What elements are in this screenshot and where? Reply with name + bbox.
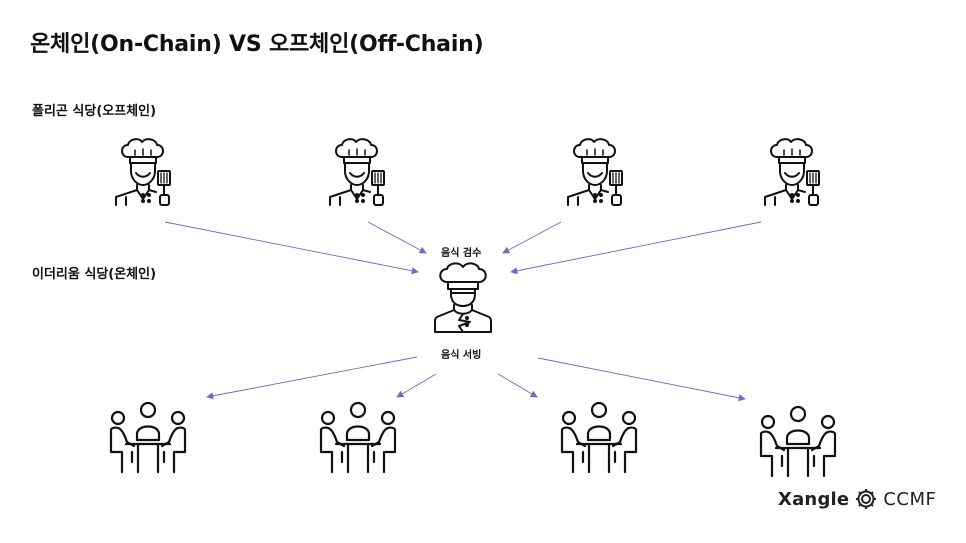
arrow-cook2-to-chef bbox=[367, 221, 427, 254]
ccmf-wordmark: CCMF bbox=[883, 488, 937, 510]
arrow-chef-to-diners2 bbox=[396, 373, 437, 398]
onchain-restaurant-label: 이더리움 식당(온체인) bbox=[32, 267, 157, 282]
food-serving-label: 음식 서빙 bbox=[441, 350, 482, 361]
food-inspection-label: 음식 검수 bbox=[441, 248, 482, 259]
arrow-chef-to-diners4 bbox=[537, 357, 746, 402]
arrow-cook1-to-chef bbox=[164, 221, 419, 275]
arrow-cook4-to-chef bbox=[510, 221, 762, 275]
arrow-chef-to-diners1 bbox=[206, 356, 418, 400]
head-chef-icon bbox=[434, 262, 492, 333]
brand-logo: Xangle CCMF bbox=[778, 488, 936, 510]
diners-icon-4 bbox=[759, 405, 837, 478]
page-title: 온체인(On-Chain) VS 오프체인(Off-Chain) bbox=[30, 32, 484, 57]
xangle-wordmark: Xangle bbox=[778, 488, 850, 510]
offchain-restaurant-label: 폴리곤 식당(오프체인) bbox=[32, 104, 157, 119]
diners-icon-1 bbox=[109, 401, 187, 474]
cook-icon-1 bbox=[115, 138, 171, 206]
gear-icon bbox=[856, 489, 877, 509]
arrow-chef-to-diners3 bbox=[497, 373, 538, 398]
cook-icon-4 bbox=[764, 138, 820, 206]
arrow-cook3-to-chef bbox=[502, 221, 562, 254]
diners-icon-3 bbox=[560, 401, 638, 474]
cook-icon-3 bbox=[567, 138, 623, 206]
diners-icon-2 bbox=[319, 401, 397, 474]
cook-icon-2 bbox=[329, 138, 385, 206]
